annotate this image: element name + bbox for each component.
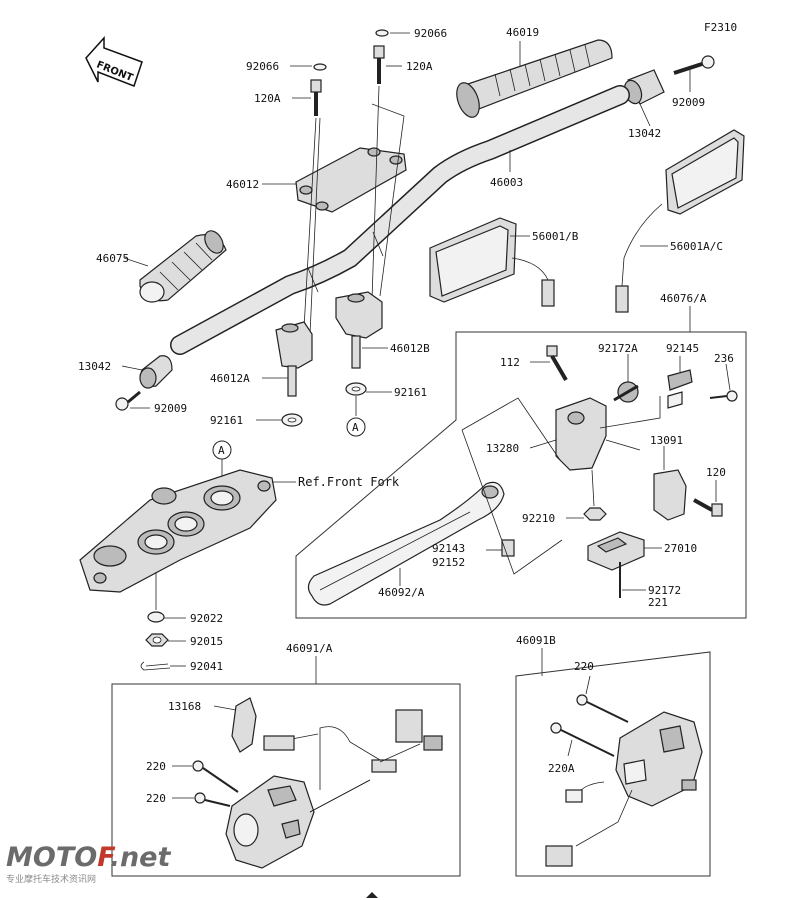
switch-housing-lh (225, 759, 397, 869)
label-92009-top: 92009 (672, 96, 705, 109)
label-13042-left: 13042 (78, 360, 111, 373)
label-56001ac: 56001A/C (670, 240, 723, 253)
label-46012a: 46012A (210, 372, 250, 385)
watermark-brand-c: .net (110, 842, 172, 873)
clamp-13091 (653, 469, 687, 521)
svg-text:MOTOF.net: MOTOF.net (6, 842, 171, 873)
watermark-brand-a: MOTO (6, 842, 97, 873)
circle-a-top: A (218, 444, 225, 457)
label-112: 112 (500, 356, 520, 369)
watermark-logo: MOTOF.net 专业摩托车技术资讯网 (6, 842, 171, 885)
mirror-56001ac (615, 129, 745, 313)
label-92152: 92152 (432, 556, 465, 569)
front-arrow-icon: FRONT (85, 36, 143, 87)
label-13280: 13280 (486, 442, 519, 455)
wiring-harness-lh (263, 709, 443, 790)
bolt-120 (693, 498, 723, 517)
figure-code: F2310 (704, 21, 737, 34)
bar-end-weight-13042-top (623, 69, 665, 105)
label-92022: 92022 (190, 612, 223, 625)
switch-27010 (587, 531, 645, 571)
lower-clamp-46012b (335, 291, 383, 369)
pivot-92143 (501, 539, 515, 557)
label-92066-right: 92066 (414, 27, 447, 40)
label-46076a: 46076/A (660, 292, 707, 305)
screw-220-lh-1 (192, 760, 239, 793)
bolt-120a-left (310, 79, 322, 116)
label-92015: 92015 (190, 635, 223, 648)
page-marker-icon (366, 892, 378, 898)
washer-92161-right (345, 382, 367, 396)
label-13042-top: 13042 (628, 127, 661, 140)
switch-housing-rh (615, 711, 703, 807)
adjuster-92172a (613, 381, 639, 403)
washer-92022 (147, 611, 165, 623)
label-46012b: 46012B (390, 342, 430, 355)
label-92172: 92172 (648, 584, 681, 597)
ref-front-fork: Ref.Front Fork (298, 475, 400, 489)
cotter-pin-92041 (140, 661, 171, 671)
label-92161-right: 92161 (394, 386, 427, 399)
screw-220-lh-2 (194, 792, 231, 807)
throttle-grip-46019 (456, 39, 613, 118)
label-46091a: 46091/A (286, 642, 333, 655)
label-46003: 46003 (490, 176, 523, 189)
bolt-112 (546, 345, 568, 382)
label-120: 120 (706, 466, 726, 479)
screw-220-rh (576, 694, 629, 723)
label-92009-left: 92009 (154, 402, 187, 415)
label-120a-right: 120A (406, 60, 433, 73)
label-92161-left: 92161 (210, 414, 243, 427)
watermark-tagline: 专业摩托车技术资讯网 (6, 873, 96, 885)
lower-clamp-46012a (275, 321, 313, 397)
box-46091b (515, 651, 711, 877)
label-220a-rh: 220A (548, 762, 575, 775)
washer-92066-right (375, 29, 389, 37)
box-46076a (295, 331, 747, 619)
label-13091: 13091 (650, 434, 683, 447)
label-92066-left: 92066 (246, 60, 279, 73)
label-92145: 92145 (666, 342, 699, 355)
label-46012: 46012 (226, 178, 259, 191)
bar-end-weight-13042-left (139, 355, 173, 389)
left-grip-46075 (139, 230, 227, 303)
label-92143: 92143 (432, 542, 465, 555)
nut-92015 (145, 633, 169, 647)
wiring-harness-rh (545, 781, 633, 867)
label-92210: 92210 (522, 512, 555, 525)
label-56001b: 56001/B (532, 230, 579, 243)
screw-236 (709, 390, 738, 402)
screw-92009-left (115, 390, 141, 411)
switch-92145 (667, 369, 693, 409)
box-46091a (111, 683, 461, 877)
lever-holder-13280 (555, 397, 607, 471)
bolt-120a-right (373, 45, 385, 84)
label-236: 236 (714, 352, 734, 365)
label-120a-left: 120A (254, 92, 281, 105)
label-46019: 46019 (506, 26, 539, 39)
washer-92066-left (313, 63, 327, 71)
label-46075: 46075 (96, 252, 129, 265)
label-221: 221 (648, 596, 668, 609)
washer-92161-left (281, 413, 303, 427)
mirror-56001b (429, 217, 555, 307)
label-220-lh-2: 220 (146, 792, 166, 805)
clutch-lever-46092a (307, 481, 505, 606)
label-220-rh: 220 (574, 660, 594, 673)
nut-92210 (583, 507, 607, 521)
screw-220a-rh (550, 722, 615, 757)
handlebar-46003 (170, 85, 630, 355)
label-92172a: 92172A (598, 342, 638, 355)
label-27010: 27010 (664, 542, 697, 555)
label-220-lh-1: 220 (146, 760, 166, 773)
label-92041: 92041 (190, 660, 223, 673)
circle-a-bottom: A (352, 421, 359, 434)
label-46091b: 46091B (516, 634, 556, 647)
screw-92009-top (673, 55, 715, 75)
bracket-13168 (231, 697, 257, 753)
steering-stem-head-triple-clamp (79, 469, 277, 593)
label-13168: 13168 (168, 700, 201, 713)
label-46092a: 46092/A (378, 586, 425, 599)
